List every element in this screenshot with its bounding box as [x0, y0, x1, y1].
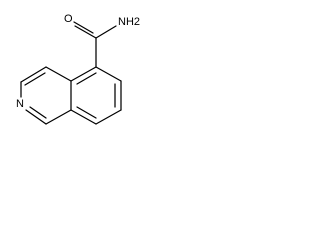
- bond-c8-c8a-inner: [76, 106, 97, 119]
- bond-c4a-c4: [45, 66, 72, 82]
- bond-c4a-c5: [70, 66, 97, 82]
- bond-c8-c8a: [70, 109, 97, 125]
- bond-c5-c6: [95, 66, 122, 82]
- isoquinoline-5-carboxamide-structure: O NH2 N: [16, 13, 140, 125]
- ring-nitrogen-label: N: [16, 98, 24, 110]
- bond-c4a-c5-inner: [76, 72, 97, 85]
- bond-c1-c3: [20, 66, 47, 83]
- bond-c7-c8: [95, 109, 122, 125]
- bond-carbonyl-o-double: [73, 21, 94, 34]
- bond-carbonyl-n: [95, 25, 117, 39]
- bond-c2-c8a: [45, 109, 72, 125]
- bond-n-c2-inner: [29, 106, 47, 119]
- bond-c1-c3-inner: [24, 72, 46, 86]
- amide-nitrogen-label: NH2: [118, 16, 140, 28]
- bond-carbonyl-o: [74, 25, 97, 39]
- amide-oxygen-label: O: [64, 13, 73, 25]
- bond-n-c2: [25, 109, 47, 125]
